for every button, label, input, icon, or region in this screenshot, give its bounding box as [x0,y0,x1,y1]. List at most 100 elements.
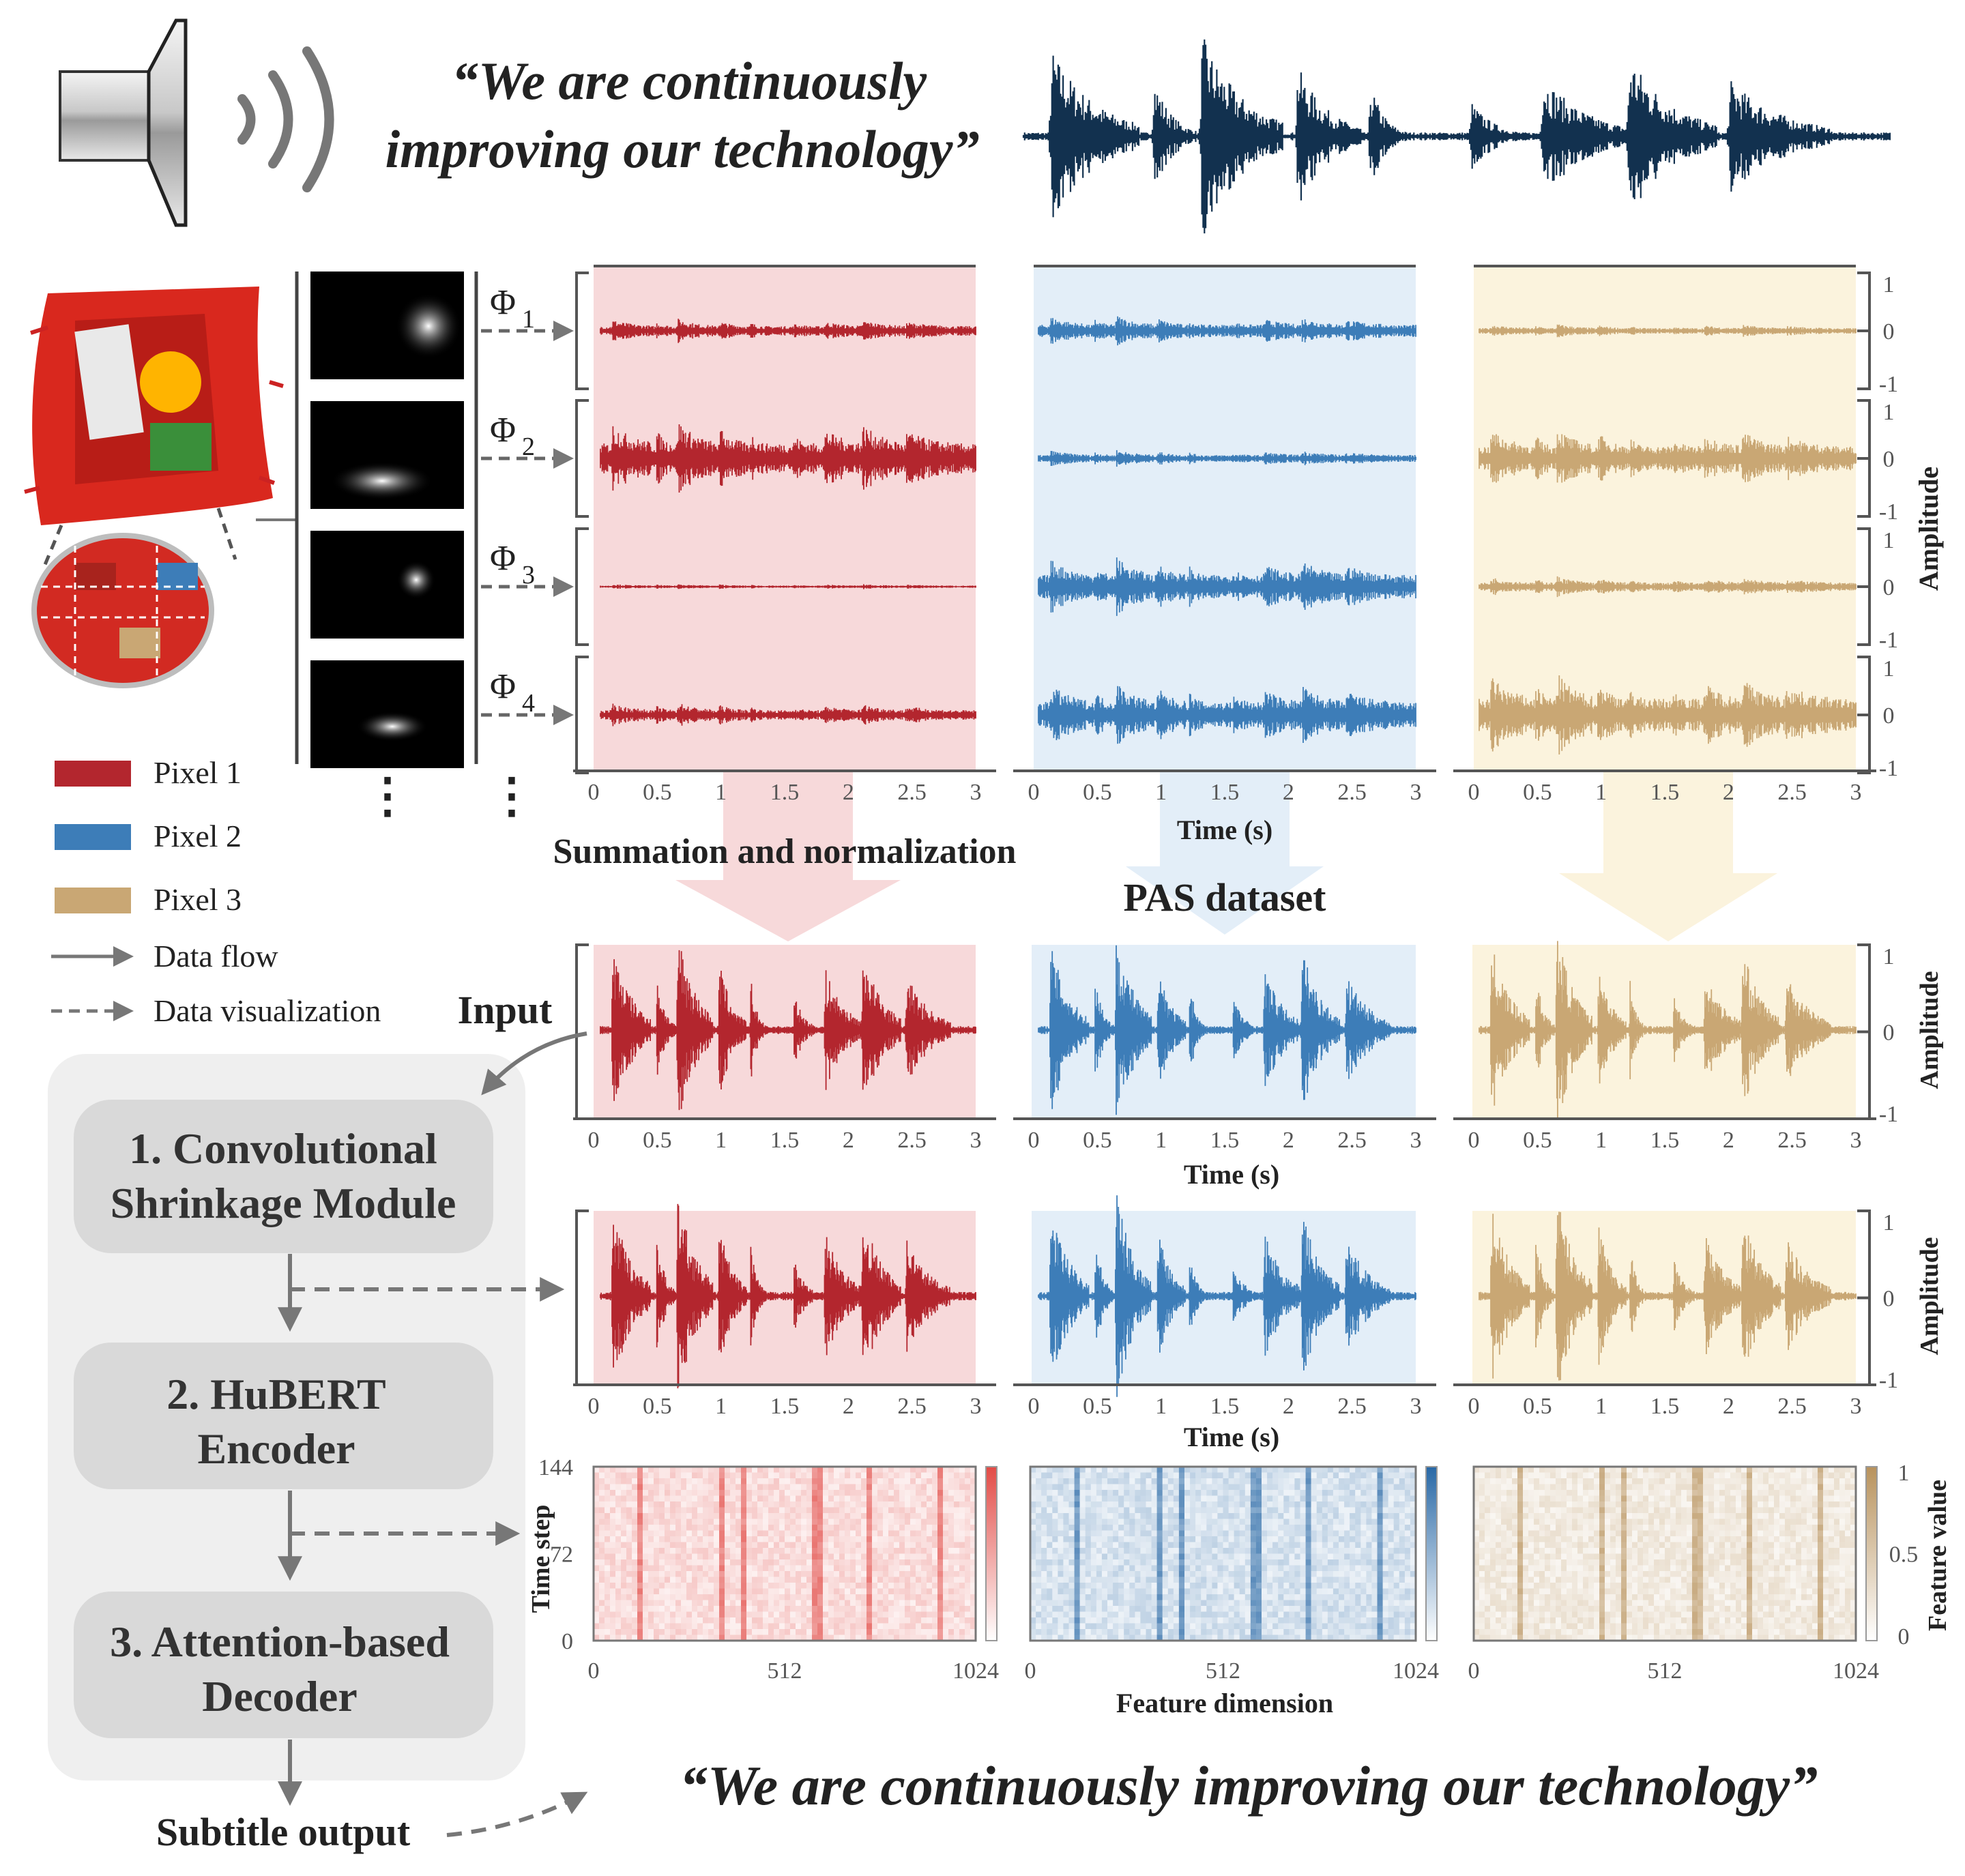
pixel3-panel-bg [1474,266,1856,771]
time-tick: 2.5 [1777,1128,1807,1153]
module-hubert-encoder: 2. HuBERT Encoder [74,1343,493,1489]
pixel2-phi1-waveform [1038,316,1416,346]
time-tick: 2 [843,1394,854,1419]
time-tick: 1 [1595,780,1607,805]
module-convolutional-shrinkage: 1. Convolutional Shrinkage Module [74,1100,493,1253]
amplitude-tick: -1 [1879,1102,1898,1127]
pixel3-denoised-waveform [1479,1212,1857,1381]
illumination-pattern-2 [310,401,464,509]
amplitude-tick: 0 [1883,1287,1895,1312]
legend-pixel1-swatch [55,761,131,787]
heatmap-x-tick: 0 [1025,1658,1036,1684]
time-tick: 2.5 [1337,780,1367,805]
time-tick: 2 [1283,1128,1294,1153]
amplitude-tick: 0 [1883,703,1895,729]
time-tick: 0 [1028,1128,1040,1153]
pixel3-phi1-waveform [1479,324,1857,338]
colorbar-tick: 1 [1898,1461,1910,1486]
pixel3-feature-heatmap [1472,1465,1857,1642]
down-arrow-pixel2 [1126,771,1324,935]
module3-line1: 3. Attention-based [110,1617,450,1666]
time-tick: 0 [1468,1128,1480,1153]
time-tick: 1 [715,1394,727,1419]
time-tick: 2 [1283,1394,1294,1419]
amplitude-tick: 0 [1883,1021,1895,1046]
time-axis-label-low: Time (s) [1184,1422,1279,1452]
amplitude-bracket-left [575,399,589,518]
time-tick: 0 [588,1128,600,1153]
amplitude-tick: -1 [1879,756,1898,781]
pixel3-colorbar [1865,1466,1878,1641]
quote-bottom: “We are continuously improving our techn… [680,1755,1818,1817]
time-tick: 2.5 [1337,1128,1367,1153]
time-tick: 1 [715,1128,727,1153]
time-tick: 2.5 [1337,1394,1367,1419]
time-tick: 1.5 [770,1394,800,1419]
phi-label-1: Φ [490,283,516,322]
time-tick: 3 [1410,1128,1422,1153]
pixel1-input-waveform [600,950,976,1111]
time-step-label: Time step [527,1505,555,1613]
amplitude-bracket-left [575,1210,589,1386]
legend-pixel3-label: Pixel 3 [154,882,242,917]
time-axis-label-mid: Time (s) [1184,1159,1279,1190]
time-tick: 2 [843,780,854,805]
heatmap-x-tick: 1024 [1393,1658,1439,1684]
amplitude-tick: -1 [1879,628,1898,653]
time-tick: 3 [1850,780,1862,805]
amplitude-tick: 1 [1883,272,1895,297]
chip-bag-image [24,287,284,525]
time-tick: 2 [843,1128,854,1153]
pixel1-colorbar [985,1466,998,1641]
amplitude-tick: 1 [1883,944,1895,969]
ellipsis-phi: ⋮ [488,770,536,823]
colorbar-tick: 0 [1898,1624,1910,1650]
heatmap-x-tick: 0 [588,1658,600,1684]
pixel2-feature-heatmap [1029,1465,1417,1642]
legend: Pixel 1 Pixel 2 Pixel 3 Data flow Data v… [51,755,381,1028]
legend-pixel1-label: Pixel 1 [154,755,242,790]
feature-dimension-label: Feature dimension [1116,1688,1333,1718]
heatmap-x-tick: 0 [1468,1658,1480,1684]
heatmap-y-tick: 144 [538,1455,573,1480]
module-attention-decoder: 3. Attention-based Decoder [74,1592,493,1738]
time-tick: 1 [1155,780,1167,805]
amplitude-label-2: Amplitude [1915,971,1944,1089]
module1-line1: 1. Convolutional [129,1124,437,1173]
speech-waveform-trace [1022,39,1891,234]
pixel1-phi2-waveform [600,424,976,493]
time-tick: 0 [588,780,600,805]
time-tick: 1 [715,780,727,805]
module3-line2: Decoder [202,1672,357,1720]
pixel1-denoised-waveform [600,1203,976,1389]
time-tick: 0 [1028,1394,1040,1419]
time-tick: 0.5 [1523,780,1552,805]
amplitude-bracket-left [575,272,589,390]
time-tick: 3 [1410,1394,1422,1419]
amplitude-tick: 1 [1883,400,1895,425]
time-tick: 1.5 [770,1128,800,1153]
time-tick: 1.5 [1210,1394,1240,1419]
magnifier-circle [31,508,237,688]
phi-subscript-1: 1 [522,305,535,334]
amplitude-tick: 0 [1883,575,1895,600]
heatmap-x-tick: 512 [1648,1658,1683,1684]
pixel2-phi2-waveform [1038,450,1416,467]
pixel2-phi4-waveform [1038,686,1416,744]
amplitude-bracket-left [575,943,589,1120]
pixel2-input-waveform [1038,945,1416,1115]
amplitude-bracket-left [575,527,589,646]
time-tick: 2.5 [897,1394,927,1419]
pixel3-phi3-waveform [1479,576,1857,598]
pixel1-phi3-waveform [600,584,976,589]
pixel2-phi3-waveform [1038,557,1416,616]
time-tick: 0.5 [1083,1128,1112,1153]
pixel3-phi2-waveform [1479,434,1857,483]
amplitude-tick: 1 [1883,528,1895,553]
illumination-pattern-1 [310,272,464,379]
time-tick: 0.5 [643,780,672,805]
legend-pixel2-swatch [55,824,131,850]
time-tick: 3 [1850,1394,1862,1419]
phi-subscript-2: 2 [522,433,535,461]
